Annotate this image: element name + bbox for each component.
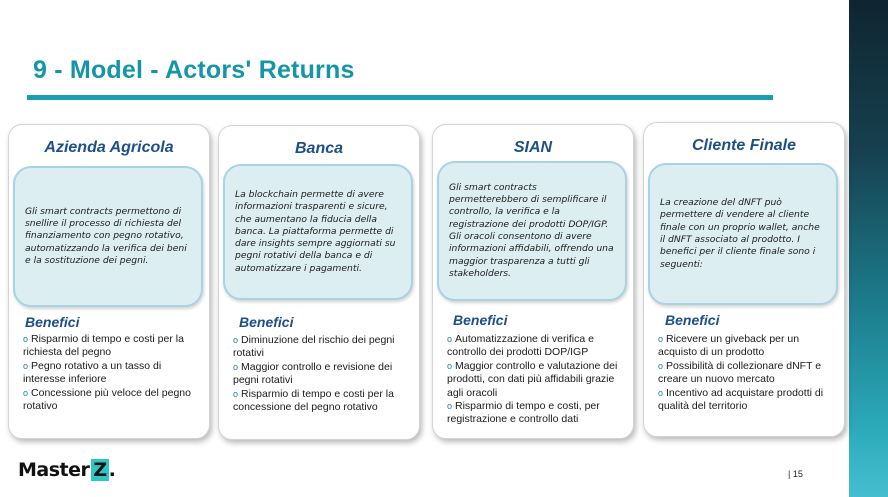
logo-accent: Z [91,459,109,481]
bullet-icon: o [658,360,664,371]
card-title: Cliente Finale [691,137,797,154]
bullet-icon: o [447,401,453,412]
actor-card-banca: Banca La blockchain permette di avere in… [218,125,420,440]
benefits-heading: Benefici [453,312,508,328]
bullet-icon: o [658,334,664,344]
description-bubble: Gli smart contracts permetterebbero di s… [437,161,627,301]
bullet-icon: o [23,387,29,398]
card-title: Azienda Agricola [44,139,174,156]
card-title: SIAN [513,139,553,156]
actor-card-sian: SIAN Gli smart contracts permetterebbero… [432,124,634,439]
card-description: Gli smart contracts permettono di snelli… [25,205,187,266]
actor-card-azienda-agricola: Azienda Agricola Gli smart contracts per… [8,124,210,439]
bullet-icon: o [447,334,453,344]
bullet-icon: o [233,388,239,399]
benefits-heading: Benefici [239,314,294,330]
bullet-icon: o [233,335,239,345]
bullet-icon: o [658,387,664,398]
card-description: La blockchain permette di avere informaz… [235,188,396,274]
actor-card-cliente-finale: Cliente Finale La creazione del dNFT può… [643,122,845,437]
description-bubble: Gli smart contracts permettono di snelli… [13,166,203,307]
logo-text: Master [18,459,90,481]
description-bubble: La blockchain permette di avere informaz… [223,164,413,300]
title-underline [27,95,773,100]
decorative-side-strip [849,0,888,497]
benefits-heading: Benefici [25,314,80,330]
logo-dot: . [108,459,116,481]
card-description: Gli smart contracts permetterebbero di s… [449,181,614,279]
bullet-icon: o [23,334,29,344]
page-number: | 15 [788,469,803,479]
bullet-icon: o [447,360,453,371]
benefits-heading: Benefici [665,312,720,328]
card-title: Banca [294,140,344,157]
description-bubble: La creazione del dNFT può permettere di … [648,163,838,305]
slide-title: 9 - Model - Actors' Returns [33,56,355,84]
card-description: La creazione del dNFT può permettere di … [660,197,820,270]
bullet-icon: o [23,360,29,371]
bullet-icon: o [233,361,239,372]
